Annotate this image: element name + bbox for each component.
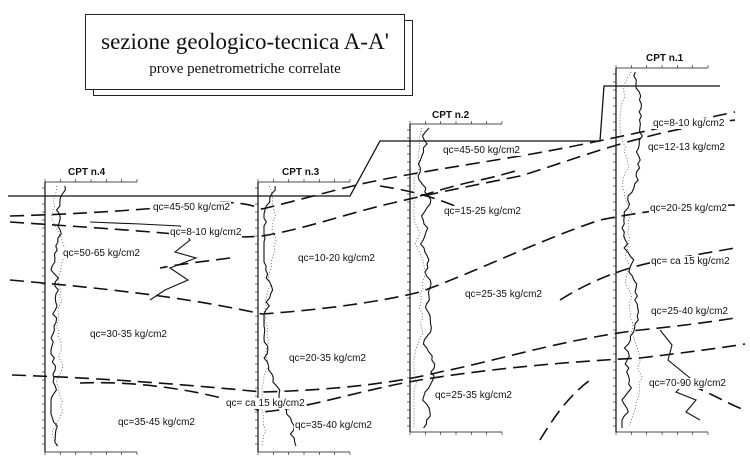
boundary-line bbox=[379, 185, 481, 211]
qc-label: qc=10-20 kg/cm2 bbox=[297, 253, 376, 264]
qc-label: qc=45-50 kg/cm2 bbox=[442, 145, 521, 156]
boundary-line bbox=[419, 169, 521, 197]
cpt-title: CPT n.3 bbox=[282, 167, 320, 178]
cpt-title: CPT n.1 bbox=[646, 53, 684, 64]
fs-trace bbox=[619, 71, 643, 428]
qc-trace bbox=[621, 71, 644, 428]
qc-label: qc=8-10 kg/cm2 bbox=[169, 227, 243, 238]
boundary-line bbox=[9, 204, 736, 315]
qc-label: qc=20-25 kg/cm2 bbox=[649, 203, 728, 214]
qc-trace bbox=[50, 185, 66, 447]
section-title: sezione geologico-tecnica A-A' bbox=[101, 29, 389, 54]
qc-label: qc= ca 15 kg/cm2 bbox=[225, 398, 306, 409]
qc-label: qc=15-25 kg/cm2 bbox=[443, 206, 522, 217]
boundary-line bbox=[11, 317, 736, 393]
qc-label: qc=25-35 kg/cm2 bbox=[434, 390, 513, 401]
fs-trace bbox=[50, 185, 66, 447]
fs-trace bbox=[261, 185, 277, 447]
qc-label: qc=70-90 kg/cm2 bbox=[648, 378, 727, 389]
qc-label: qc=30-35 kg/cm2 bbox=[89, 329, 168, 340]
qc-label: qc=25-35 kg/cm2 bbox=[464, 289, 543, 300]
boundary-line bbox=[79, 343, 746, 413]
qc-label: qc=12-13 kg/cm2 bbox=[647, 142, 726, 153]
boundary-line bbox=[9, 119, 736, 238]
qc-label: qc= ca 15 kg/cm2 bbox=[650, 256, 731, 267]
qc-label: qc=20-35 kg/cm2 bbox=[288, 353, 367, 364]
qc-peak-trace bbox=[659, 329, 701, 421]
qc-label: qc=45-50 kg/cm2 bbox=[152, 202, 231, 213]
qc-trace bbox=[417, 127, 436, 429]
ground-surface-line bbox=[8, 85, 720, 197]
cpt-title: CPT n.2 bbox=[432, 110, 470, 121]
boundary-line bbox=[539, 379, 591, 441]
section-subtitle: prove penetrometriche correlate bbox=[149, 61, 341, 77]
qc-peak-trace bbox=[89, 221, 198, 301]
qc-label: qc=35-45 kg/cm2 bbox=[117, 417, 196, 428]
cpt-title: CPT n.4 bbox=[68, 167, 106, 178]
qc-label: qc=25-40 kg/cm2 bbox=[650, 306, 729, 317]
boundary-line bbox=[9, 111, 736, 217]
qc-label: qc=50-65 kg/cm2 bbox=[62, 248, 141, 259]
strata-boundaries bbox=[9, 111, 746, 441]
qc-label: qc=35-40 kg/cm2 bbox=[294, 420, 373, 431]
qc-label: qc=8-10 kg/cm2 bbox=[652, 118, 726, 129]
title-box: sezione geologico-tecnica A-A' prove pen… bbox=[85, 14, 405, 90]
boundary-line bbox=[159, 257, 231, 269]
